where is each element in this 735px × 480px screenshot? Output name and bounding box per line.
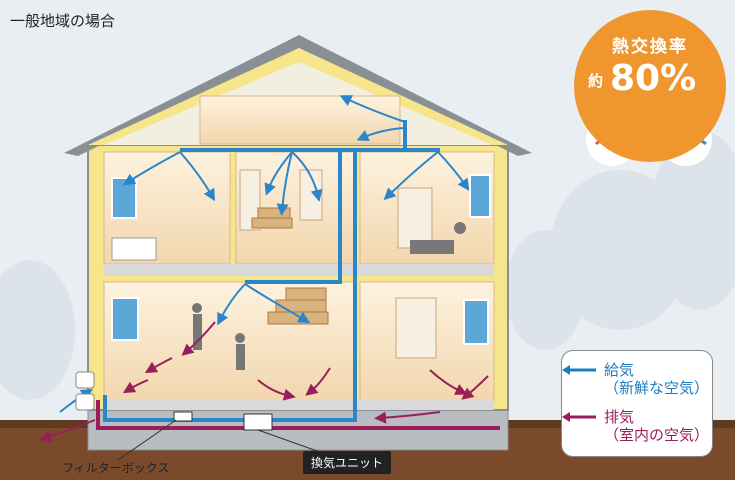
legend-supply-sub: （新鮮な空気） — [604, 379, 710, 397]
ventilation-unit — [243, 413, 273, 431]
supply-duct — [103, 120, 440, 422]
supply-arrows — [59, 95, 470, 413]
ventilation-unit-label: 換気ユニット — [303, 451, 392, 474]
legend: 給気 （新鮮な空気） 排気 （室内の空気） — [561, 350, 713, 457]
windows — [111, 174, 491, 345]
furniture-silhouettes — [111, 222, 466, 370]
legend-exhaust: 排気 （室内の空気） — [604, 408, 709, 444]
second-floor — [103, 151, 495, 276]
exhaust-duct — [96, 400, 500, 430]
heat-exchange-badge: 熱交換率 約 80% — [574, 10, 726, 162]
supply-legend-arrow-icon — [562, 365, 596, 375]
badge-label: 熱交換率 — [612, 37, 688, 57]
background-trees — [0, 130, 735, 400]
exhaust-legend-arrow-icon — [562, 412, 596, 422]
exhaust-arrows — [39, 321, 489, 442]
wall-hoods — [75, 371, 95, 411]
badge-approx: 約 — [588, 72, 604, 90]
attic-room — [199, 95, 401, 145]
filter-box — [173, 411, 193, 422]
page-title: 一般地域の場合 — [10, 12, 116, 30]
legend-supply: 給気 （新鮮な空気） — [604, 361, 709, 397]
legend-supply-label: 給気 — [604, 361, 635, 379]
badge-value: 80% — [610, 58, 697, 99]
legend-exhaust-label: 排気 — [604, 408, 635, 426]
filter-box-label: フィルターボックス — [62, 461, 170, 475]
legend-exhaust-sub: （室内の空気） — [604, 426, 710, 444]
